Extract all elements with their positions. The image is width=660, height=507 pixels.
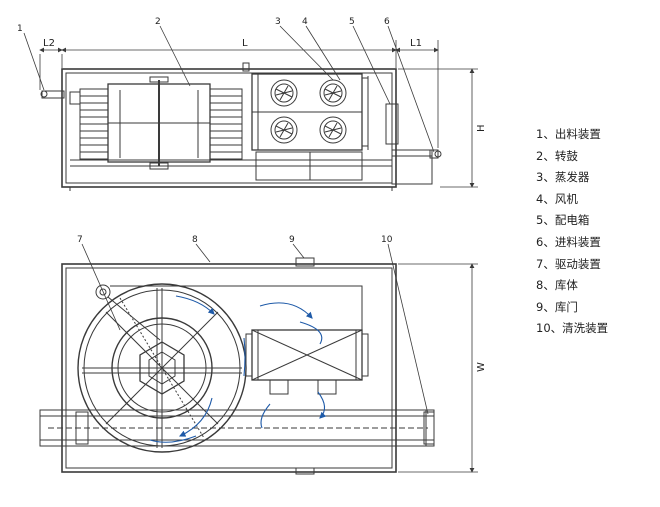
callout-7: 7 — [77, 235, 83, 245]
legend-label: 风机 — [554, 191, 578, 206]
legend-item: 4、风机 — [536, 189, 608, 211]
dim-h: H — [476, 124, 487, 132]
legend-item: 5、配电箱 — [536, 210, 608, 232]
legend-number: 6、 — [536, 234, 555, 249]
legend-item: 1、出料装置 — [536, 124, 608, 146]
callout-5: 5 — [349, 17, 355, 27]
legend-label: 库体 — [554, 278, 578, 293]
dim-l1: L1 — [410, 38, 422, 49]
legend-number: 10、 — [536, 321, 563, 336]
legend-label: 库门 — [554, 299, 578, 314]
drive-device — [95, 284, 161, 341]
drum-top — [77, 283, 247, 453]
legend-label: 清洗装置 — [562, 321, 609, 336]
legend-item: 3、蒸发器 — [536, 167, 608, 189]
callouts: 1 2 3 4 5 6 7 8 9 10 — [17, 17, 393, 245]
dimension-lines — [39, 40, 478, 473]
callout-6: 6 — [384, 17, 390, 27]
legend-number: 4、 — [536, 191, 555, 206]
legend-label: 转鼓 — [554, 148, 578, 163]
callout-10: 10 — [381, 235, 393, 245]
callout-2: 2 — [155, 17, 161, 27]
fan-icon — [270, 79, 298, 107]
legend-label: 蒸发器 — [554, 170, 590, 185]
legend-label: 驱动装置 — [554, 256, 601, 271]
dimension-labels: L2 L L1 H W — [43, 38, 487, 372]
fan-icon — [319, 116, 347, 144]
callout-9: 9 — [289, 235, 295, 245]
legend-label: 进料装置 — [554, 234, 601, 249]
electrical-box-side — [385, 103, 399, 145]
legend-label: 配电箱 — [554, 213, 590, 228]
drum-fins-left — [79, 88, 109, 160]
callout-3: 3 — [275, 17, 281, 27]
legend-item: 9、库门 — [536, 297, 608, 319]
dim-l2: L2 — [43, 38, 55, 49]
legend-item: 2、转鼓 — [536, 146, 608, 168]
legend-item: 10、清洗装置 — [536, 318, 608, 340]
leader-lines — [23, 25, 435, 415]
top-view — [39, 257, 435, 475]
legend-number: 2、 — [536, 148, 555, 163]
callout-1: 1 — [17, 24, 23, 34]
legend-item: 7、驱动装置 — [536, 254, 608, 276]
callout-4: 4 — [302, 17, 308, 27]
dim-w: W — [476, 362, 487, 372]
airflow-arrows — [149, 295, 327, 443]
dim-l: L — [242, 38, 248, 49]
drum-fins-right — [209, 88, 243, 160]
legend-number: 1、 — [536, 127, 555, 141]
side-view — [40, 62, 442, 191]
legend-number: 8、 — [536, 278, 555, 293]
storage-body — [61, 263, 397, 473]
legend-item: 8、库体 — [536, 275, 608, 297]
fan-icon — [319, 79, 347, 107]
fan-icon — [270, 116, 298, 144]
legend-number: 7、 — [536, 256, 555, 271]
door — [295, 257, 315, 267]
legend-label: 出料装置 — [554, 127, 601, 141]
legend-number: 5、 — [536, 213, 555, 228]
legend-number: 9、 — [536, 299, 555, 314]
cleaning-conveyor — [39, 409, 435, 447]
callout-8: 8 — [192, 235, 198, 245]
legend-item: 6、进料装置 — [536, 232, 608, 254]
parts-legend: 1、出料装置 2、转鼓 3、蒸发器 4、风机 5、配电箱 6、进料装置 7、驱动… — [536, 124, 608, 340]
legend-number: 3、 — [536, 170, 555, 185]
